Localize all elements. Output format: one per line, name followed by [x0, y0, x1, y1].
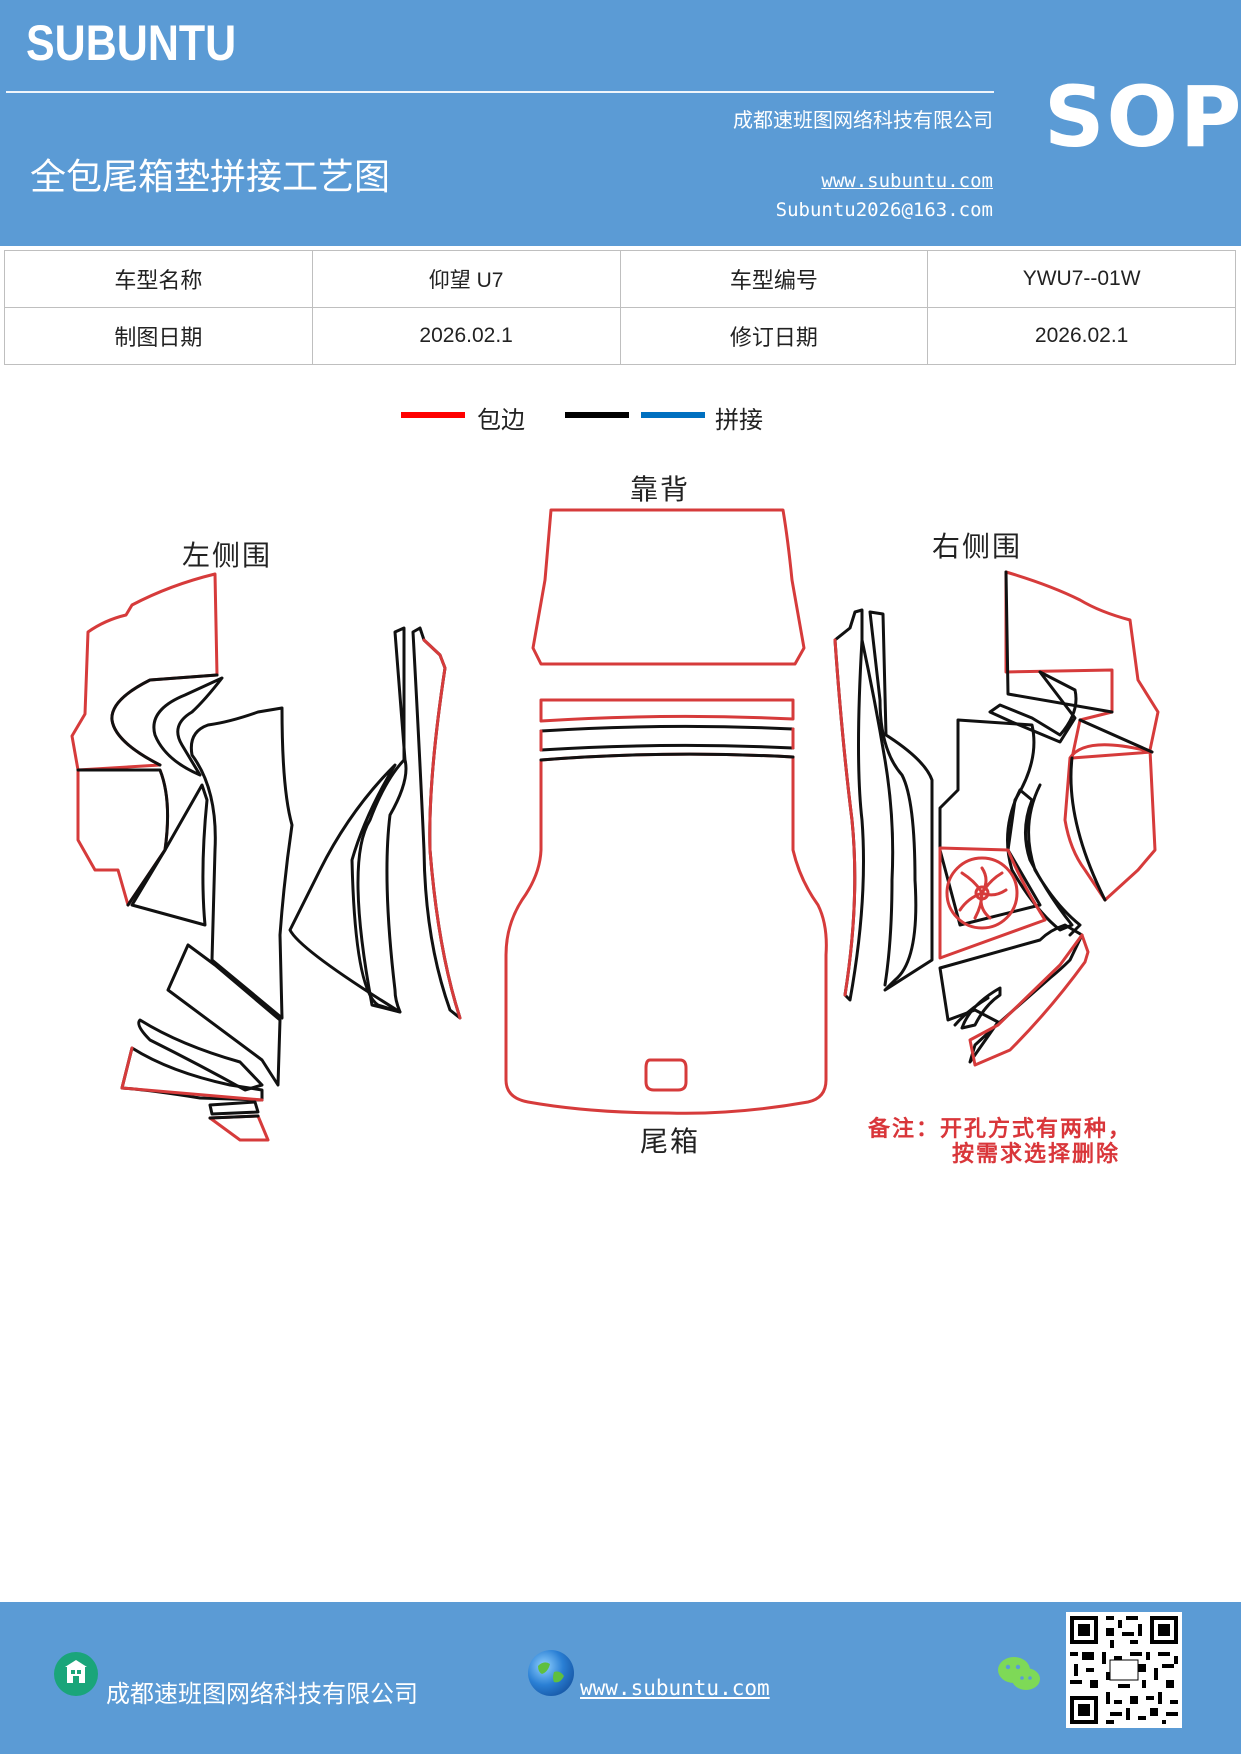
left-tall-strip-a: [356, 626, 408, 1014]
strip-middle: [539, 724, 795, 752]
sop-badge: SOP: [1044, 68, 1241, 166]
left-tall-strip-b-edge: [422, 638, 462, 1020]
building-icon: [54, 1652, 98, 1696]
legend-splice-swatch: [641, 412, 705, 418]
right-lower-edge: [968, 933, 1090, 1067]
trunk-handle-cutout: [644, 1058, 688, 1092]
strip-top: [539, 698, 795, 723]
header-divider: [6, 91, 994, 93]
backrest-panel: [531, 508, 806, 666]
right-tall-strip-b: [868, 610, 934, 992]
left-tall-strip-b: [411, 626, 462, 1020]
left-diagonal-panel: [288, 763, 402, 1014]
right-speaker-panel: [938, 846, 1047, 960]
trunk-floor: [504, 752, 828, 1115]
revise-date-value: 2026.02.1: [927, 307, 1236, 365]
right-lower-strips: [953, 986, 1002, 1030]
left-inner-flap: [152, 676, 224, 777]
legend-edge-swatch: [401, 412, 465, 418]
draw-date-value: 2026.02.1: [311, 307, 621, 365]
mat-pattern-diagram: [70, 508, 1160, 1142]
left-side-label: 左侧围: [182, 539, 273, 572]
left-pillar: [189, 706, 294, 1020]
header-banner: SUBUNTU 成都速班图网络科技有限公司 全包尾箱垫拼接工艺图 www.sub…: [0, 0, 1241, 246]
qr-code-icon[interactable]: [1066, 1612, 1182, 1728]
note-line-2: 按需求选择删除: [952, 1142, 1121, 1167]
legend-edge-label: 包边: [477, 406, 525, 434]
left-wheel-arch: [130, 783, 209, 927]
header-company-name: 成都速班图网络科技有限公司: [733, 108, 993, 132]
model-code-label: 车型编号: [619, 250, 929, 308]
table-row: 制图日期 2026.02.1 修订日期 2026.02.1: [4, 307, 1236, 365]
left-side-seam-top: [110, 673, 219, 767]
footer-company-name: 成都速班图网络科技有限公司: [106, 1680, 418, 1708]
legend-black-swatch: [565, 412, 629, 418]
right-side-seam: [1004, 570, 1154, 902]
header-email[interactable]: Subuntu2026@163.com: [775, 199, 993, 221]
left-lower-strip-b: [120, 1046, 264, 1102]
footer-website-link[interactable]: www.subuntu.com: [580, 1676, 770, 1700]
left-lower-panel: [166, 943, 282, 1087]
left-tip-b: [208, 1114, 270, 1142]
wechat-icon[interactable]: [996, 1654, 1042, 1694]
left-lower-strip-a: [137, 1018, 264, 1092]
revise-date-label: 修订日期: [619, 307, 929, 365]
trunk-floor-top-seam: [539, 752, 795, 762]
left-tip-a: [208, 1100, 260, 1116]
legend: 包边 拼接: [0, 400, 1241, 440]
footer-banner: 成都速班图网络科技有限公司 www.subuntu.com: [0, 1602, 1241, 1754]
header-website-link[interactable]: www.subuntu.com: [821, 170, 993, 192]
document-title: 全包尾箱垫拼接工艺图: [30, 157, 391, 198]
legend-splice-label: 拼接: [715, 406, 763, 434]
strip-middle-edge: [539, 727, 795, 752]
brand-logo-text: SUBUNTU: [26, 15, 237, 71]
right-wheel-panel: [938, 718, 1042, 927]
note-line-1: 备注：开孔方式有两种，: [868, 1117, 1133, 1142]
model-name-value: 仰望 U7: [311, 250, 621, 308]
right-tall-strip-c: [860, 638, 895, 987]
right-lower-panel: [938, 923, 1084, 1064]
right-inner-flap: [988, 670, 1078, 744]
left-side-main: [70, 572, 219, 772]
right-side-main: [1004, 570, 1160, 902]
draw-date-label: 制图日期: [4, 307, 313, 365]
left-tip-b-seam: [208, 1114, 260, 1120]
left-lower-strip-b-edge: [120, 1046, 264, 1102]
backrest-label: 靠背: [630, 473, 691, 506]
left-side-lower: [76, 768, 170, 907]
model-code-value: YWU7--01W: [927, 250, 1236, 308]
table-row: 车型名称 仰望 U7 车型编号 YWU7--01W: [4, 250, 1236, 308]
speaker-cutout: [945, 856, 1019, 930]
vehicle-info-table: 车型名称 仰望 U7 车型编号 YWU7--01W 制图日期 2026.02.1…: [4, 250, 1236, 365]
model-name-label: 车型名称: [4, 250, 313, 308]
speaker-cutout-spokes: [958, 866, 1008, 920]
globe-icon: [528, 1650, 574, 1696]
right-tall-strip-a-edge: [833, 638, 857, 997]
right-side-label: 右侧围: [932, 530, 1023, 563]
trunk-label: 尾箱: [640, 1125, 701, 1158]
right-arch-strips: [1006, 783, 1082, 937]
